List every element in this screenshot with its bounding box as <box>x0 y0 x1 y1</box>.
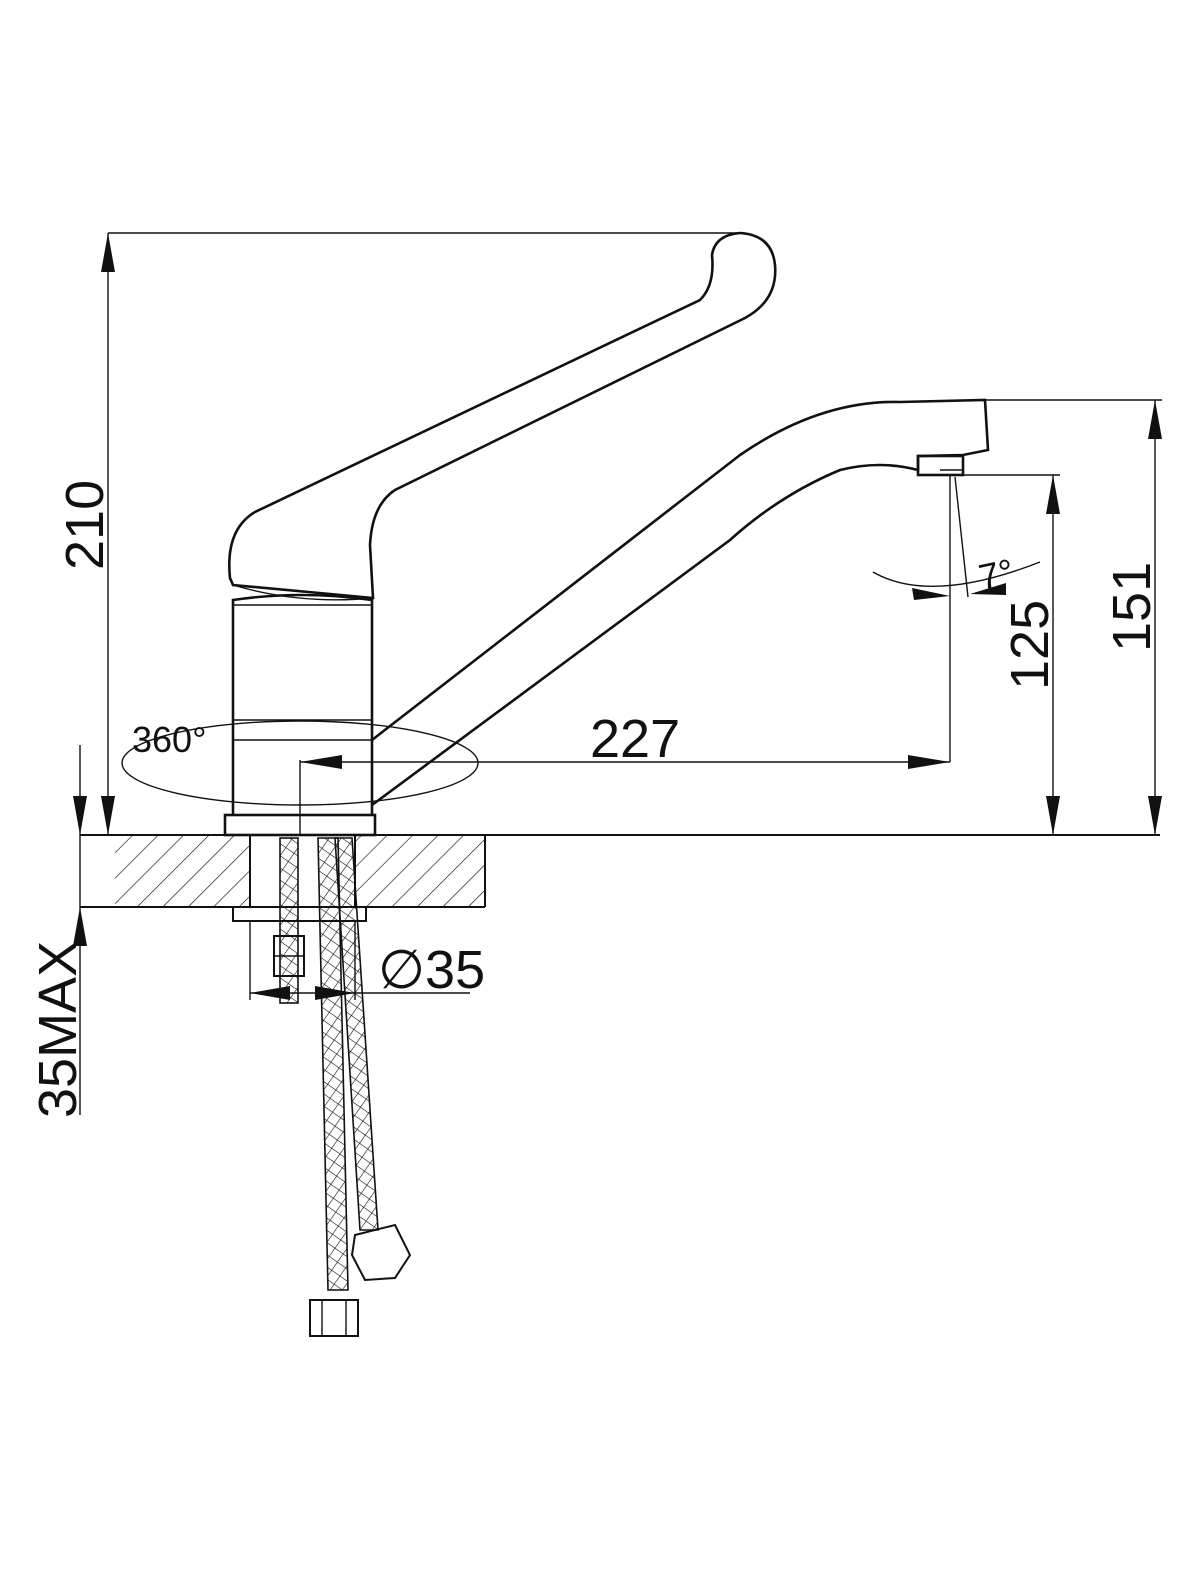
dim-spout-reach: 227 <box>299 475 951 835</box>
hose-long <box>317 837 349 1291</box>
swivel-indicator: 360° <box>121 719 479 806</box>
arrow-151-top <box>1148 400 1162 439</box>
arrow-151-bottom <box>1148 796 1162 835</box>
arrow-35-left <box>250 986 290 1000</box>
label-spout-height: 151 <box>1102 562 1162 652</box>
label-spout-reach: 227 <box>590 709 680 769</box>
mounting-washer <box>232 906 367 922</box>
arrow-125-bottom <box>1046 796 1060 835</box>
countertop <box>80 834 1160 908</box>
threaded-stud <box>279 837 299 1004</box>
dim-spout-height: 151 <box>985 399 1162 835</box>
spout <box>371 398 990 807</box>
dim-hole-diameter: ∅35 <box>249 920 485 1000</box>
arrow-227-right <box>908 755 950 769</box>
dim-total-height: 210 <box>55 232 740 835</box>
arrow-35max-top <box>73 796 87 835</box>
arrow-227-left <box>300 755 342 769</box>
lever-handle <box>228 231 777 600</box>
arrow-35max-bottom <box>73 907 87 946</box>
mounting-assembly <box>232 837 412 1337</box>
arrow-210-top <box>101 233 115 272</box>
countertop-hatch-left <box>115 836 250 907</box>
arrow-210-bottom <box>101 796 115 835</box>
tilt-line <box>954 476 969 598</box>
spout-aerator <box>916 454 965 477</box>
hose-nut-short <box>350 1223 412 1282</box>
arrow-125-top <box>1046 475 1060 514</box>
label-swivel-angle: 360° <box>132 719 206 760</box>
label-countertop-max: 35MAX <box>28 941 88 1118</box>
dim-outlet-height: 125 <box>955 474 1060 835</box>
arrow-tilt-right <box>970 583 1006 595</box>
arrow-tilt-left <box>912 588 950 600</box>
label-hole-diameter: ∅35 <box>378 940 485 1000</box>
body-cylinder <box>231 593 374 815</box>
countertop-hatch-right <box>355 836 485 907</box>
tilt-arc <box>872 561 1041 588</box>
handle-cap-curve <box>232 584 374 601</box>
label-tilt-angle: 7° <box>975 551 1017 598</box>
dim-countertop-max: 35MAX <box>28 745 88 1118</box>
tilt-indicator: 7° <box>872 476 1041 600</box>
hose-nut-long <box>309 1299 359 1337</box>
label-total-height: 210 <box>55 480 115 570</box>
label-outlet-height: 125 <box>1000 600 1060 690</box>
swivel-ellipse <box>121 720 479 806</box>
arrow-35-right <box>315 986 355 1000</box>
